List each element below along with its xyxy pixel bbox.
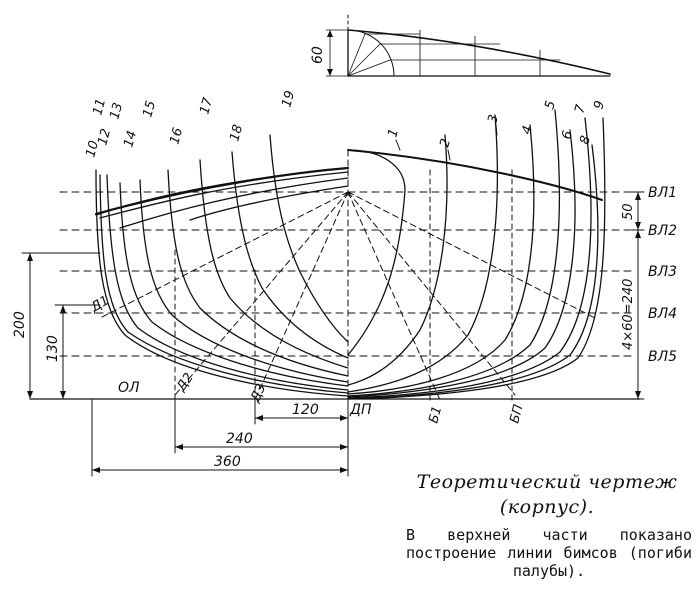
dim-wl-spacing: 4×60=240 <box>621 279 636 350</box>
station-label: 7 <box>572 102 589 115</box>
beam-camber-construction <box>325 14 611 77</box>
waterline-label: ВЛ4 <box>648 306 677 322</box>
station-label: 2 <box>437 137 454 149</box>
dim-200: 200 <box>12 311 28 338</box>
dimension-lines <box>21 191 645 477</box>
waterline-label: ВЛ2 <box>648 223 677 239</box>
right-stations <box>347 109 606 400</box>
figure-caption: Теоретический чертеж (корпус). В верхней… <box>402 470 692 580</box>
station-label: 17 <box>197 95 216 116</box>
station-label: 11 <box>90 97 109 117</box>
station-label: 6 <box>559 129 576 141</box>
dim-130: 130 <box>45 335 61 362</box>
station-label: 8 <box>577 134 594 146</box>
left-stations <box>95 134 349 397</box>
dim-240: 240 <box>226 431 253 447</box>
caption-text: В верхней части показано построение лини… <box>406 526 692 580</box>
diagonal-label: Д2 <box>173 371 196 396</box>
station-label: 18 <box>227 123 246 143</box>
station-label: 5 <box>542 99 559 111</box>
waterline-labels: ВЛ1 ВЛ2 ВЛ3 ВЛ4 ВЛ5 <box>648 185 677 365</box>
waterline-label: ВЛ1 <box>648 185 677 201</box>
dim-120: 120 <box>292 402 319 418</box>
station-label: 4 <box>519 124 536 136</box>
station-label: 13 <box>107 101 126 121</box>
buttock-label: БП <box>507 403 526 425</box>
beam-camber-dim: 60 <box>310 46 326 64</box>
station-label: 12 <box>95 127 114 147</box>
caption-title-line2: (корпус). <box>499 496 595 518</box>
diagonal-label: Д3 <box>248 382 270 406</box>
station-label: 14 <box>121 129 140 149</box>
station-label: 9 <box>591 99 608 111</box>
dim-360: 360 <box>214 454 241 470</box>
buttock-label: Б1 <box>426 405 445 425</box>
centerline-label: ДП <box>349 402 372 418</box>
waterline-label: ВЛ5 <box>648 349 677 365</box>
station-label: 1 <box>385 127 402 139</box>
waterline-label: ВЛ3 <box>648 264 677 280</box>
station-label: 10 <box>83 139 102 159</box>
baseline-label: ОЛ <box>118 380 140 396</box>
station-label: 15 <box>140 99 159 119</box>
waterlines <box>59 191 637 357</box>
station-labels: 1 2 3 4 5 6 7 8 9 10 11 12 13 14 15 16 1… <box>83 89 608 159</box>
caption-title-line1: Теоретический чертеж <box>416 471 678 493</box>
station-label: 16 <box>167 126 186 146</box>
dim-50: 50 <box>621 203 636 220</box>
station-label: 3 <box>485 113 502 125</box>
station-label: 19 <box>279 89 298 109</box>
